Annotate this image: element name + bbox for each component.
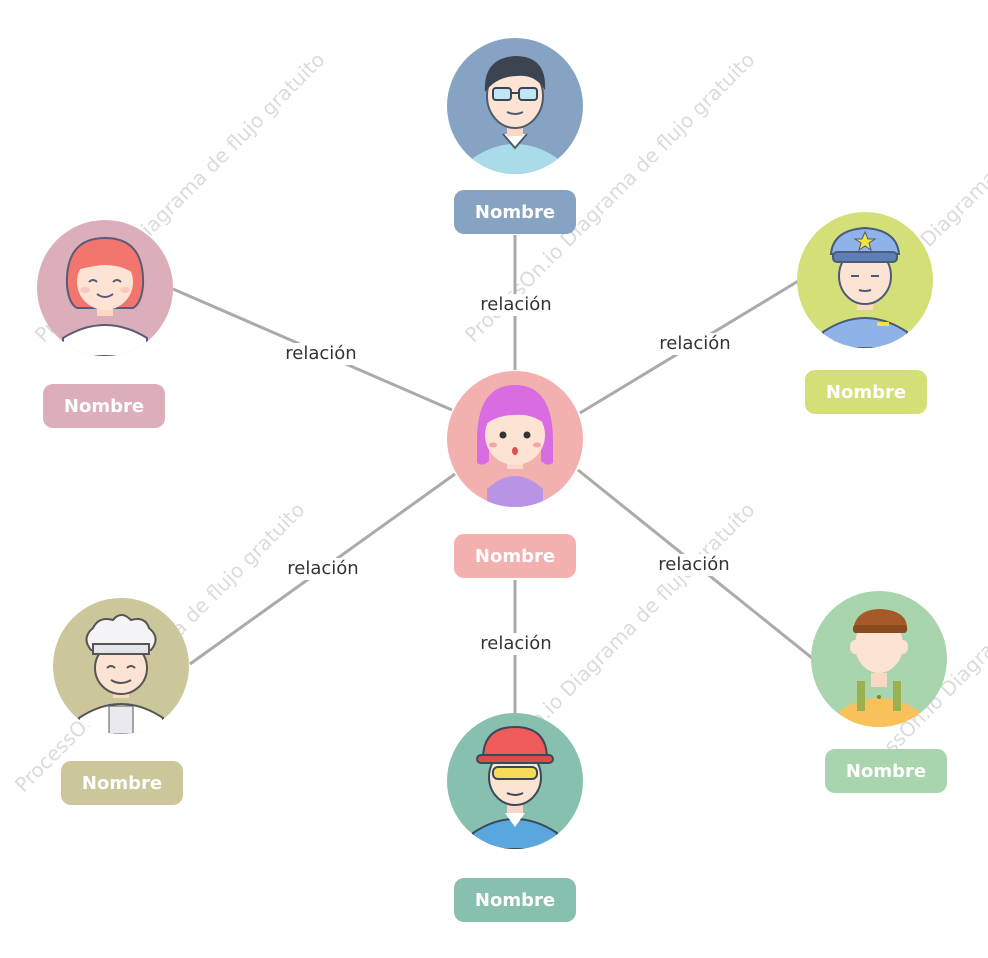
relation-label-bottom: relación xyxy=(478,633,554,655)
girl-pink-hair-avatar[interactable] xyxy=(447,371,583,507)
man-glasses-avatar[interactable] xyxy=(447,38,583,174)
name-tag-right[interactable]: Nombre xyxy=(805,370,927,414)
name-tag-bottom-left[interactable]: Nombre xyxy=(61,761,183,805)
relation-label-top: relación xyxy=(478,294,554,316)
relation-label-bottom-right: relación xyxy=(656,554,732,576)
engineer-helmet-avatar[interactable] xyxy=(447,713,583,849)
name-tag-bottom[interactable]: Nombre xyxy=(454,878,576,922)
name-tag-top[interactable]: Nombre xyxy=(454,190,576,234)
name-tag-bottom-right[interactable]: Nombre xyxy=(825,749,947,793)
relation-label-right: relación xyxy=(657,333,733,355)
name-tag-left[interactable]: Nombre xyxy=(43,384,165,428)
relation-label-bottom-left: relación xyxy=(285,558,361,580)
chef-avatar[interactable] xyxy=(53,598,189,734)
police-officer-avatar[interactable] xyxy=(797,212,933,348)
woman-red-hair-avatar[interactable] xyxy=(37,220,173,356)
name-tag-center[interactable]: Nombre xyxy=(454,534,576,578)
relation-label-left: relación xyxy=(283,343,359,365)
construction-worker-avatar[interactable] xyxy=(811,591,947,727)
